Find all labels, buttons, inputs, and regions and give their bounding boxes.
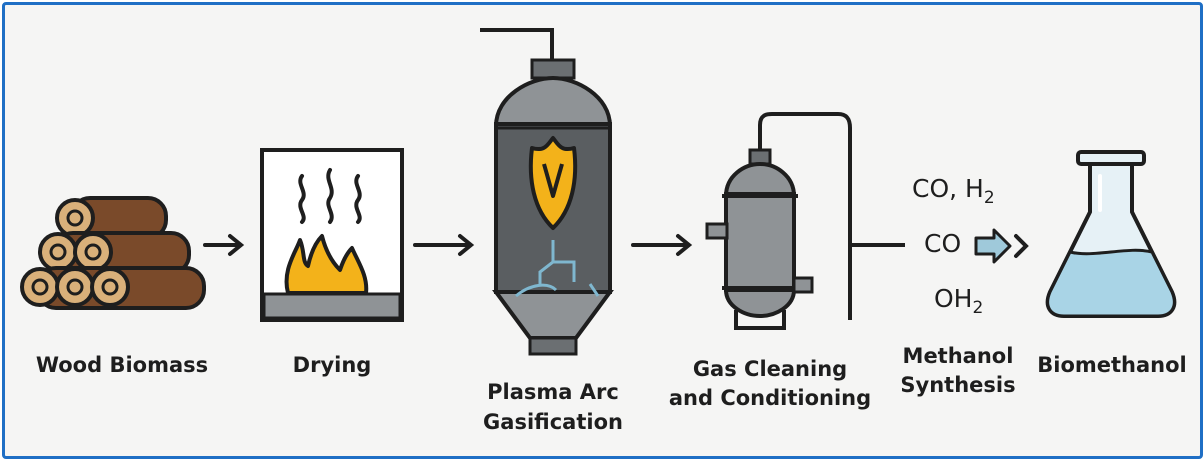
synthesis-label-line2: Synthesis xyxy=(900,373,1016,397)
gasification-label-line1: Plasma Arc xyxy=(487,380,619,404)
arrow-icon xyxy=(413,234,475,256)
gasification-label-line2: Gasification xyxy=(483,410,623,434)
chem-line1-sub: 2 xyxy=(983,188,995,208)
drying-oven-icon xyxy=(260,148,404,322)
chem-line-co: CO xyxy=(924,229,961,258)
cleaning-label-line1: Gas Cleaning xyxy=(692,357,848,381)
synthesis-label-line1: Methanol xyxy=(902,344,1014,368)
wood-logs-icon xyxy=(20,196,206,310)
wood-biomass-label: Wood Biomass xyxy=(35,353,209,377)
drying-label: Drying xyxy=(292,353,372,377)
arrow-icon xyxy=(203,234,245,256)
cleaning-label-line2: and Conditioning xyxy=(668,386,872,410)
flask-icon xyxy=(1045,150,1177,318)
chemistry-arrow-icon xyxy=(974,228,1029,264)
arrow-icon xyxy=(631,234,693,256)
biomethanol-label: Biomethanol xyxy=(1037,353,1187,377)
chem-line-co-h2: CO, H2 xyxy=(912,174,995,208)
chem-line-oh2: OH2 xyxy=(934,284,983,318)
gas-cleaning-column-icon xyxy=(705,112,905,330)
gasifier-reactor-icon xyxy=(480,28,614,356)
chem-line1-text: CO, H xyxy=(912,174,984,203)
chem-line3-sub: 2 xyxy=(972,298,984,318)
chem-line3-text: OH xyxy=(934,284,973,313)
chem-line2-text: CO xyxy=(924,229,962,258)
